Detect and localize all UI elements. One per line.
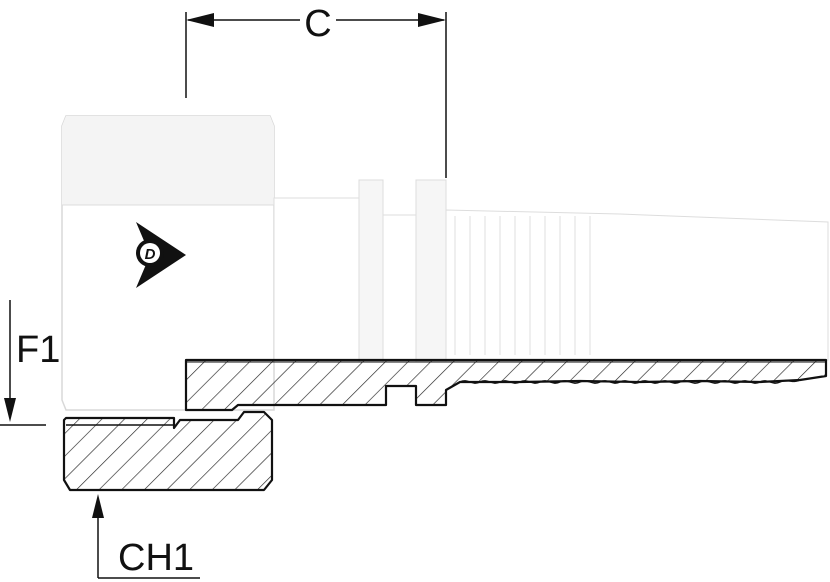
dimension-ch1: CH1 [92, 494, 200, 579]
hex-nut-top-face [62, 116, 274, 205]
barbed-tail [445, 209, 829, 361]
dimension-ch1-label: CH1 [118, 537, 194, 579]
arrow-down-icon [4, 398, 16, 422]
dimension-f1: F1 [0, 300, 60, 426]
logo-letter: D [145, 246, 156, 263]
fitting-stem [273, 179, 829, 363]
nut-section [62, 410, 274, 492]
arrow-right-icon [418, 13, 446, 27]
dimension-f1-label: F1 [16, 329, 60, 371]
collar-right [415, 179, 447, 363]
dunlop-logo-icon: D [136, 222, 186, 288]
arrow-up-icon [92, 494, 104, 518]
stem-section [184, 358, 828, 412]
dimension-c-label: C [304, 3, 331, 45]
collar-left [358, 179, 384, 363]
arrow-left-icon [186, 13, 214, 27]
dimension-c: C [185, 3, 447, 178]
